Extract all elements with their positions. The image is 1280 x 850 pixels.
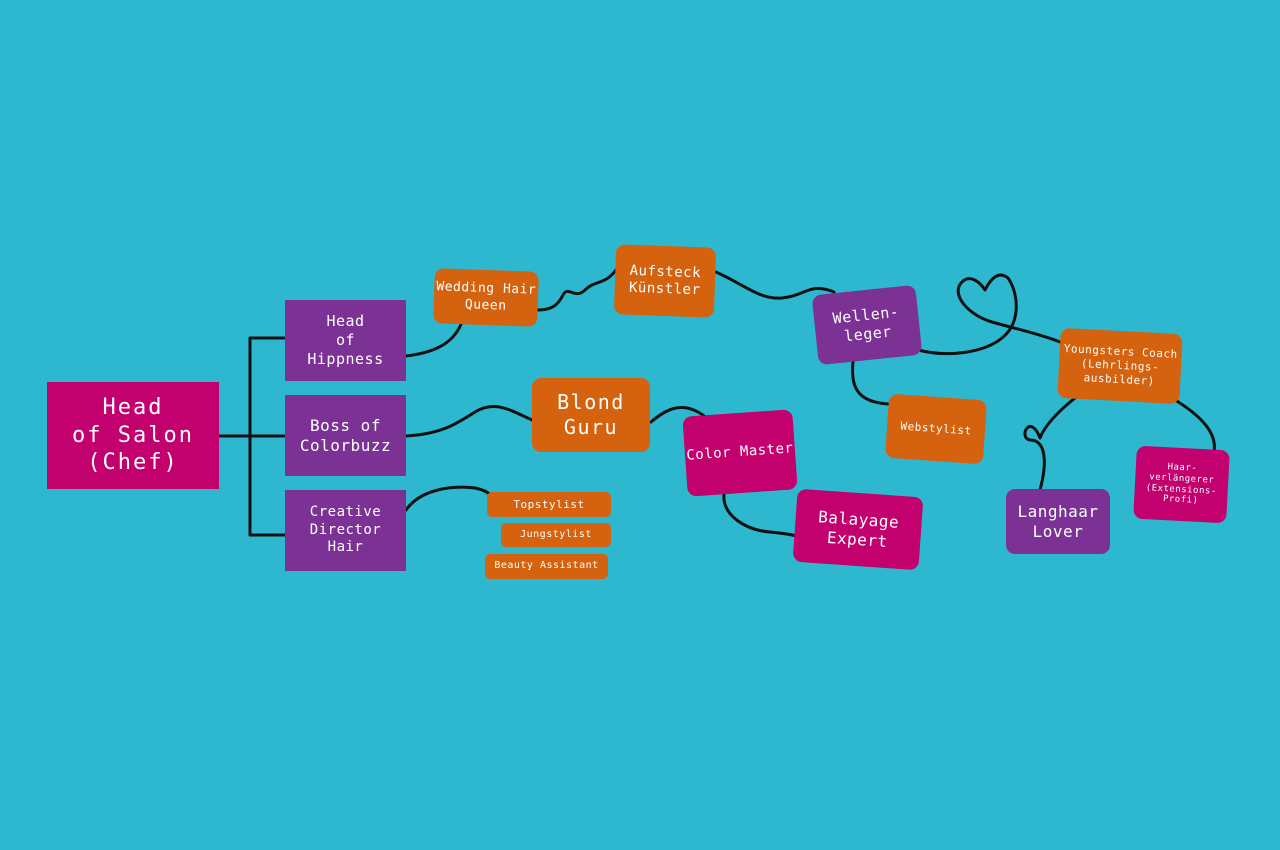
link-colormaster-balayage: [722, 492, 798, 538]
link-wellen-webstylist: [850, 360, 890, 406]
node-wellenleger: Wellen- leger: [811, 284, 923, 366]
link-aufsteck-wellen: [714, 270, 836, 300]
link-wellen-youngsters-heart: [916, 273, 1062, 356]
link-wedding-aufsteck: [536, 268, 618, 312]
node-webstylist: Webstylist: [884, 393, 988, 465]
node-blond-guru: Blond Guru: [532, 378, 650, 452]
node-beauty-assistant: Beauty Assistant: [485, 554, 608, 579]
link-hippness-wedding: [404, 320, 464, 358]
node-color-master: Color Master: [682, 409, 798, 497]
node-head-of-hippness: Head of Hippness: [285, 300, 406, 381]
node-aufsteck-kuenstler: Aufsteck Künstler: [613, 244, 717, 318]
link-youngsters-haar: [1170, 396, 1216, 454]
node-topstylist: Topstylist: [487, 492, 611, 517]
node-wedding-hair-queen: Wedding Hair Queen: [433, 268, 539, 327]
node-haarverlaengerer: Haar- verlängerer (Extensions- Profi): [1133, 445, 1230, 524]
link-youngsters-langhaar: [1023, 396, 1077, 492]
node-langhaar-lover: Langhaar Lover: [1006, 489, 1110, 554]
node-creative-director-hair: Creative Director Hair: [285, 490, 406, 571]
node-head-of-salon: Head of Salon (Chef): [47, 382, 219, 489]
node-youngsters-coach: Youngsters Coach (Lehrlings- ausbilder): [1057, 327, 1183, 405]
node-jungstylist: Jungstylist: [501, 523, 611, 547]
link-creative-topstylist: [404, 485, 494, 512]
node-balayage-expert: Balayage Expert: [792, 488, 924, 571]
link-salon-bracket: [218, 336, 287, 537]
node-boss-of-colorbuzz: Boss of Colorbuzz: [285, 395, 406, 476]
link-colorbuzz-blond: [404, 405, 534, 438]
